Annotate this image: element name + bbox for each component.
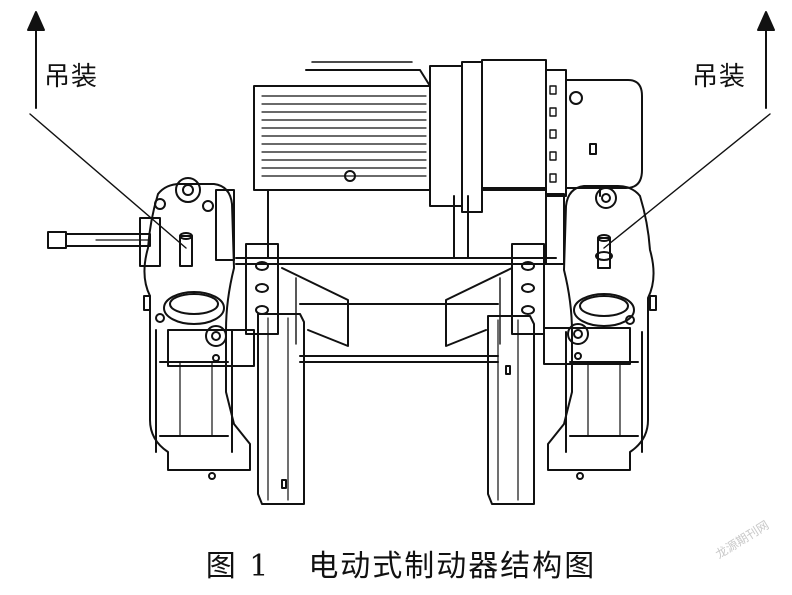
motor <box>253 59 643 213</box>
figure-caption: 图 1 电动式制动器结构图 <box>0 541 792 585</box>
right-lift-label: 吊装 <box>692 62 747 92</box>
right-brake-shoe <box>487 315 535 505</box>
figure-number: 图 1 <box>205 549 271 584</box>
figure-title: 电动式制动器结构图 <box>308 549 597 584</box>
left-lift-arrow <box>27 11 187 249</box>
left-post <box>245 243 279 335</box>
left-lift-label: 吊装 <box>44 62 99 92</box>
left-shaft <box>47 231 151 249</box>
left-brake-shoe <box>257 313 305 505</box>
right-brake-arm <box>543 185 657 480</box>
frame <box>235 189 557 363</box>
right-lift-arrow <box>603 11 775 249</box>
left-brake-arm <box>139 177 255 480</box>
right-post <box>511 243 545 335</box>
